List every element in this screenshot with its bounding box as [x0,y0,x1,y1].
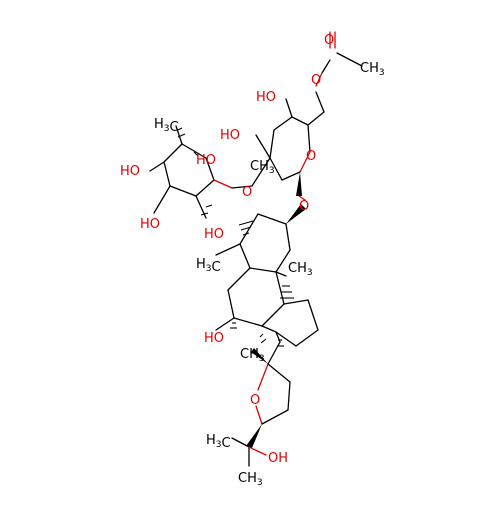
methyl-label-c: CH3 [288,261,313,278]
atom-labels: O CH3 O HO HO O O H3C HO HO HO HO O CH3 … [120,33,385,488]
acetyl-carbonyl-oxygen-label: O [324,33,334,48]
methyl-label-d: CH3 [240,347,265,364]
sugar-methyl-label: H3C [154,117,179,135]
acetyl-methyl-label: CH3 [360,61,385,78]
glucose-hydroxyl-label-3: HO [220,128,240,143]
sugar-hydroxyl-label-d: HO [204,227,224,242]
sugar-hydroxyl-label-a: HO [196,153,216,168]
tetrahydrofuran-side-chain [231,341,291,467]
sugar-ring-oxygen-label: O [242,185,252,200]
sugar-hydroxyl-label-b: HO [120,164,140,179]
methyl-label-b: H3C [196,257,221,275]
glycosidic-oxygen-label: O [299,199,309,214]
acetyl-ester-oxygen-label: O [311,73,321,88]
furan-oxygen-label: O [250,393,260,408]
glucose-ring-oxygen-label: O [306,149,316,164]
glucose-ring [255,98,325,201]
steroid-core [215,204,319,347]
tail-hydroxyl-label: OH [268,451,288,466]
methyl-label-a: CH3 [250,159,275,176]
ring-hydroxyl-label: HO [204,331,224,346]
sugar-hydroxyl-label-c: HO [140,217,160,232]
tail-methyl-label-left: H3C [206,433,231,451]
acetyl-group [315,31,363,113]
tail-methyl-label-bottom: CH3 [238,471,263,488]
sugar-ring-left [149,125,271,219]
glucose-hydroxyl-label-4: HO [256,90,276,105]
